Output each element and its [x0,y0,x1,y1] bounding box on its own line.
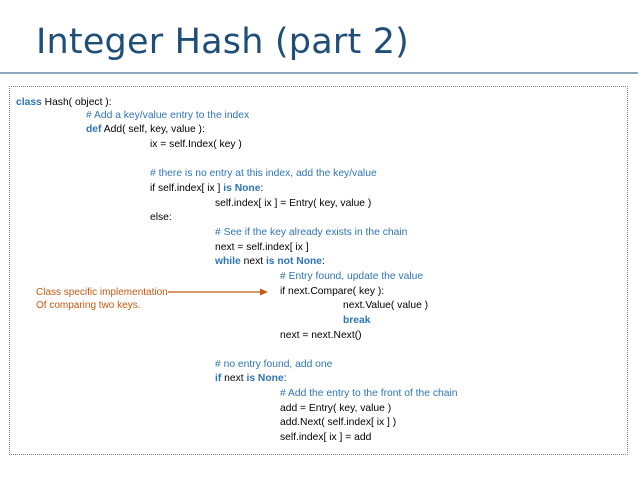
code-line: if next.Compare( key ): [280,286,385,297]
code-line-def: def Add( self, key, value ): [86,123,205,136]
keyword: break [343,315,371,326]
keyword: is None [223,183,261,194]
code-line: add.Next( self.index[ ix ] ) [280,417,397,428]
keyword: is None [246,373,284,384]
code-text: Hash( object ): [41,97,112,108]
code-text: if self.index[ ix ] [150,183,224,194]
code-text: next [240,256,266,267]
code-line: next = self.index[ ix ] [215,242,309,253]
code-text: : [322,256,325,267]
code-line: else: [150,212,172,223]
code-comment: # there is no entry at this index, add t… [150,168,377,179]
code-line-class: class Hash( object ): [16,96,112,109]
annotation-line-1: Class specific implementation [36,287,168,298]
code-comment: # Entry found, update the value [280,271,424,282]
code-line: self.index[ ix ] = Entry( key, value ) [215,198,372,209]
slide-title: Integer Hash (part 2) [36,22,410,62]
code-line: self.index[ ix ] = add [280,432,372,443]
code-line: if self.index[ ix ] is None: [150,182,263,195]
keyword: if [215,373,222,384]
annotation-line-2: Of comparing two keys. [36,300,141,311]
code-text: Add( self, key, value ): [101,124,205,135]
keyword: while [215,256,241,267]
code-line: while next is not None: [215,255,325,268]
code-comment: # Add the entry to the front of the chai… [280,388,458,399]
keyword: def [86,124,102,135]
arrow-head-icon [260,288,268,296]
code-comment: # See if the key already exists in the c… [215,227,408,238]
code-line: if next is None: [215,372,287,385]
code-text: : [260,183,264,194]
code-line: next = next.Next() [280,330,362,341]
keyword: is not None [265,256,322,267]
code-text: next [221,373,247,384]
code-comment: # no entry found, add one [215,359,333,370]
code-comment: # Add a key/value entry to the index [86,110,250,121]
code-line: add = Entry( key, value ) [280,403,392,414]
title-divider [0,72,638,74]
code-text: : [283,373,287,384]
code-line: next.Value( value ) [343,300,429,311]
code-line: ix = self.Index( key ) [150,139,242,150]
keyword: class [16,97,42,108]
code-block: class Hash( object ): # Add a key/value … [9,86,628,455]
